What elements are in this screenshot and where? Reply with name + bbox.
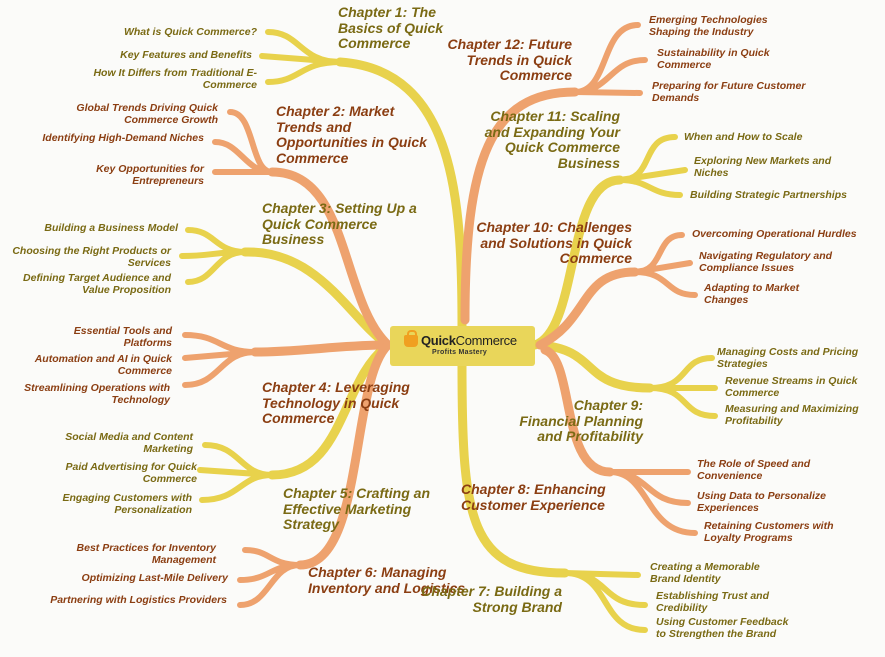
ch12-sub-3: Preparing for Future Customer Demands [652,80,806,104]
branch-chapter-5 [267,340,393,480]
branch-chapter-10 [535,267,640,350]
branch-chapter-9 [535,340,655,393]
chapter-8-title: Chapter 8: Enhancing Customer Experience [461,481,606,513]
chapter-7-title: Chapter 7: Building a Strong Brand [421,583,562,615]
ch9-sub-2: Revenue Streams in Quick Commerce [725,375,858,399]
chapter-3-title: Chapter 3: Setting Up a Quick Commerce B… [262,200,417,248]
ch5-sub-1: Social Media and Content Marketing [65,431,193,455]
branch-chapter-5-sub [197,442,275,503]
ch2-sub-2: Identifying High-Demand Niches [42,132,204,144]
ch8-sub-2: Using Data to Personalize Experiences [697,490,826,514]
branch-chapter-11 [530,175,625,350]
branch-chapter-12 [460,87,580,325]
branch-chapter-10-sub [632,232,698,298]
ch10-sub-2: Navigating Regulatory and Compliance Iss… [699,250,833,274]
ch11-sub-2: Exploring New Markets and Niches [694,155,832,179]
branch-chapter-1-sub [259,29,343,85]
chapter-11-title: Chapter 11: Scaling and Expanding Your Q… [484,108,620,172]
ch1-sub-2: Key Features and Benefits [120,49,252,61]
central-topic: QuickCommerce Profits Mastery [390,326,535,366]
branch-chapter-7-sub [562,570,648,633]
ch9-sub-1: Managing Costs and Pricing Strategies [717,346,859,370]
quick-commerce-logo: QuickCommerce [404,329,517,348]
ch6-sub-3: Partnering with Logistics Providers [50,594,227,606]
ch2-sub-1: Global Trends Driving Quick Commerce Gro… [76,102,218,126]
branch-chapter-2 [267,167,393,350]
ch3-sub-3: Defining Target Audience and Value Propo… [23,272,171,296]
ch4-sub-1: Essential Tools and Platforms [73,325,172,349]
ch8-sub-1: The Role of Speed and Convenience [697,458,811,482]
branch-chapter-12-sub [572,22,648,96]
ch7-sub-2: Establishing Trust and Credibility [656,590,769,614]
branch-chapter-4 [250,340,393,357]
chapter-2-title: Chapter 2: Market Trends and Opportuniti… [276,103,427,167]
ch7-sub-1: Creating a Memorable Brand Identity [650,561,760,585]
branch-chapter-3-sub [179,227,248,285]
brand-bold: Quick [421,333,456,348]
ch11-sub-1: When and How to Scale [684,131,803,143]
ch4-sub-2: Automation and AI in Quick Commerce [34,353,172,377]
ch4-sub-3: Streamlining Operations with Technology [24,382,170,406]
ch3-sub-2: Choosing the Right Products or Services [12,245,171,269]
chapter-6-title: Chapter 6: Managing Inventory and Logist… [308,564,466,596]
branch-chapter-7 [457,361,570,578]
branch-chapter-6-sub [237,547,303,608]
ch12-sub-1: Emerging Technologies Shaping the Indust… [649,14,768,38]
tagline: Profits Mastery [432,349,488,356]
ch3-sub-1: Building a Business Model [44,222,178,234]
ch12-sub-2: Sustainability in Quick Commerce [657,47,770,71]
chapter-4-title: Chapter 4: Leveraging Technology in Quic… [262,379,410,427]
chapter-9-title: Chapter 9: Financial Planning and Profit… [519,397,643,445]
ch5-sub-2: Paid Advertising for Quick Commerce [65,461,197,485]
ch6-sub-1: Best Practices for Inventory Management [76,542,216,566]
chapter-1-title: Chapter 1: The Basics of Quick Commerce [338,4,444,52]
ch10-sub-3: Adapting to Market Changes [704,282,800,306]
ch11-sub-3: Building Strategic Partnerships [690,189,847,201]
branch-chapter-6 [295,340,393,570]
chapter-5-title: Chapter 5: Crafting an Effective Marketi… [283,485,431,533]
branch-chapter-3 [240,247,393,350]
branch-chapter-11-sub [617,134,688,198]
shopping-bag-icon [404,329,418,347]
branch-chapter-2-sub [212,109,275,175]
ch5-sub-3: Engaging Customers with Personalization [62,492,192,516]
branch-chapter-4-sub [182,332,258,388]
ch6-sub-2: Optimizing Last-Mile Delivery [81,572,228,584]
ch8-sub-3: Retaining Customers with Loyalty Program… [704,520,834,544]
branch-chapter-8 [540,345,615,477]
branch-chapter-9-sub [647,355,718,419]
ch10-sub-1: Overcoming Operational Hurdles [692,228,857,240]
brand-regular: Commerce [455,333,517,348]
ch1-sub-3: How It Differs from Traditional E-Commer… [93,67,257,91]
ch2-sub-3: Key Opportunities for Entrepreneurs [96,163,204,187]
chapter-12-title: Chapter 12: Future Trends in Quick Comme… [447,36,572,84]
ch1-sub-1: What is Quick Commerce? [123,26,257,38]
branch-chapter-8-sub [607,469,698,536]
ch9-sub-3: Measuring and Maximizing Profitability [725,403,859,427]
chapter-10-title: Chapter 10: Challenges and Solutions in … [476,219,632,267]
ch7-sub-3: Using Customer Feedback to Strengthen th… [656,616,789,640]
